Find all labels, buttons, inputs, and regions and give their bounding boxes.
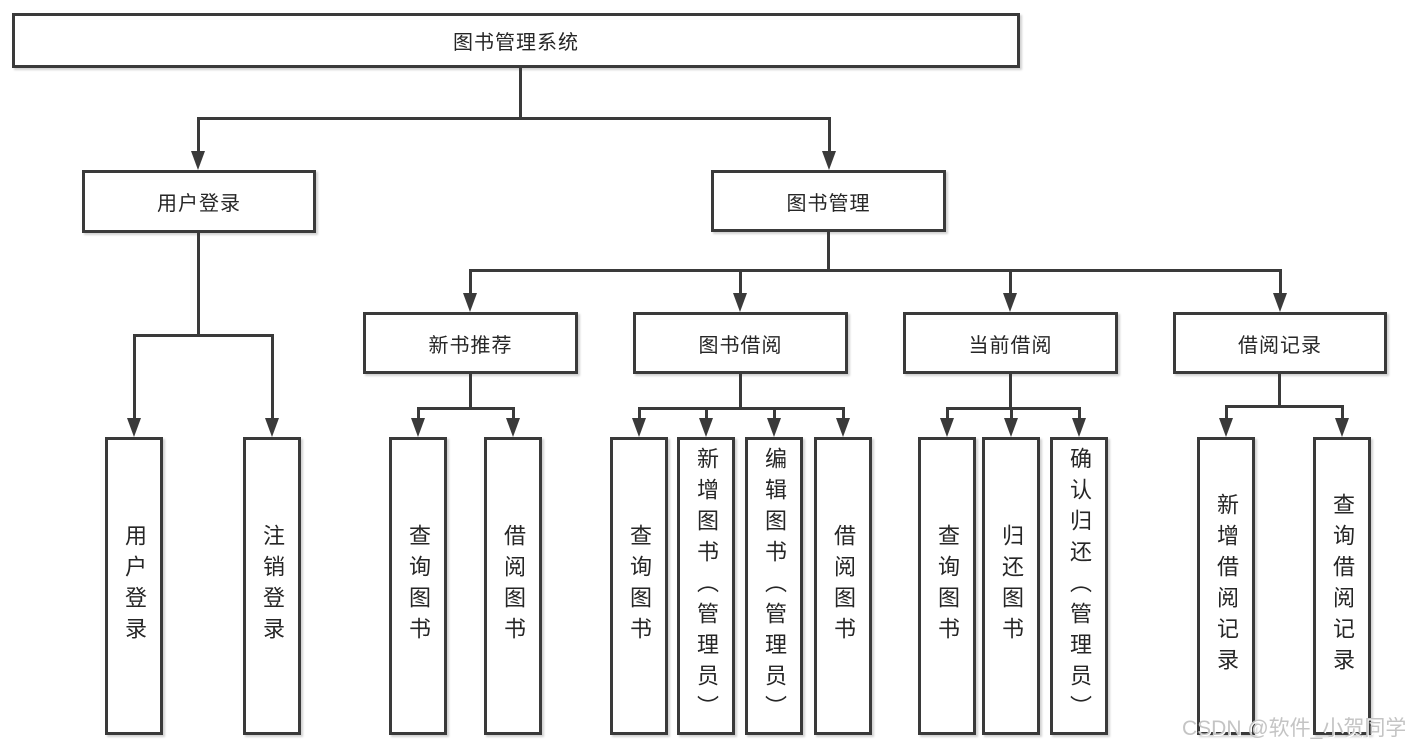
leaf-borrow-books-recommend: 借阅图书 — [484, 437, 542, 735]
arrowhead-down-icon — [411, 418, 425, 437]
connector-arrow-stem — [828, 117, 831, 152]
arrowhead-down-icon — [1335, 418, 1349, 437]
connector-arrow-stem — [1341, 405, 1344, 421]
leaf-add-borrow-record: 新增借阅记录 — [1197, 437, 1255, 735]
node-current-borrow: 当前借阅 — [903, 312, 1118, 374]
arrowhead-down-icon — [191, 151, 205, 170]
leaf-logout: 注销登录 — [243, 437, 301, 735]
arrowhead-down-icon — [1003, 293, 1017, 312]
connector-arrow-stem — [705, 407, 708, 421]
connector-user-login-stem — [197, 232, 200, 335]
leaf-query-books-current: 查询图书 — [918, 437, 976, 735]
arrowhead-down-icon — [1072, 418, 1086, 437]
connector-arrow-stem — [773, 407, 776, 421]
connector-arrow-stem — [271, 334, 274, 419]
connector-arrow-stem — [739, 269, 742, 295]
connector-arrow-stem — [469, 269, 472, 295]
arrowhead-down-icon — [632, 418, 646, 437]
arrowhead-down-icon — [733, 293, 747, 312]
connector-arrow-stem — [1225, 405, 1228, 421]
connector-arrow-stem — [638, 407, 641, 421]
leaf-query-borrow-record: 查询借阅记录 — [1313, 437, 1371, 735]
leaf-confirm-return-admin: 确认归还（管理员） — [1050, 437, 1108, 735]
leaf-query-books-recommend: 查询图书 — [389, 437, 447, 735]
connector-book-mgmt-stem — [827, 231, 830, 271]
connector-new-book-split — [417, 407, 515, 410]
connector-current-borrow-split — [946, 407, 1080, 410]
connector-arrow-stem — [1279, 269, 1282, 295]
arrowhead-down-icon — [1004, 418, 1018, 437]
connector-arrow-stem — [1010, 407, 1013, 421]
node-borrow-records: 借阅记录 — [1173, 312, 1387, 374]
connector-arrow-stem — [133, 334, 136, 419]
arrowhead-down-icon — [940, 418, 954, 437]
connector-arrow-stem — [197, 117, 200, 152]
connector-current-borrow-stem — [1009, 373, 1012, 410]
node-book-management: 图书管理 — [711, 170, 946, 232]
connector-arrow-stem — [417, 407, 420, 421]
connector-user-login-split — [133, 334, 274, 337]
connector-arrow-stem — [842, 407, 845, 421]
connector-arrow-stem — [946, 407, 949, 421]
node-book-borrow: 图书借阅 — [633, 312, 848, 374]
connector-root-split — [197, 117, 831, 120]
connector-arrow-stem — [1009, 269, 1012, 295]
node-new-book-recommend: 新书推荐 — [363, 312, 578, 374]
node-root: 图书管理系统 — [12, 13, 1020, 68]
arrowhead-down-icon — [1273, 293, 1287, 312]
connector-arrow-stem — [1078, 407, 1081, 421]
arrowhead-down-icon — [699, 418, 713, 437]
connector-new-book-stem — [469, 373, 472, 410]
csdn-watermark: CSDN @软件_小贺同学 — [1182, 717, 1405, 740]
connector-book-borrow-split — [638, 407, 844, 410]
leaf-borrow-books: 借阅图书 — [814, 437, 872, 735]
arrowhead-down-icon — [822, 151, 836, 170]
connector-arrow-stem — [512, 407, 515, 421]
arrowhead-down-icon — [506, 418, 520, 437]
arrowhead-down-icon — [1219, 418, 1233, 437]
arrowhead-down-icon — [463, 293, 477, 312]
connector-borrow-records-stem — [1278, 373, 1281, 408]
arrowhead-down-icon — [767, 418, 781, 437]
connector-borrow-records-split — [1225, 405, 1343, 408]
leaf-query-books-borrow: 查询图书 — [610, 437, 668, 735]
connector-book-mgmt-split — [469, 269, 1282, 272]
arrowhead-down-icon — [265, 418, 279, 437]
connector-book-borrow-stem — [739, 373, 742, 410]
arrowhead-down-icon — [127, 418, 141, 437]
connector-root-stem — [519, 67, 522, 118]
arrowhead-down-icon — [836, 418, 850, 437]
leaf-return-books: 归还图书 — [982, 437, 1040, 735]
leaf-edit-books-admin: 编辑图书（管理员） — [745, 437, 803, 735]
leaf-user-login: 用户登录 — [105, 437, 163, 735]
leaf-add-books-admin: 新增图书（管理员） — [677, 437, 735, 735]
node-user-login: 用户登录 — [82, 170, 316, 233]
